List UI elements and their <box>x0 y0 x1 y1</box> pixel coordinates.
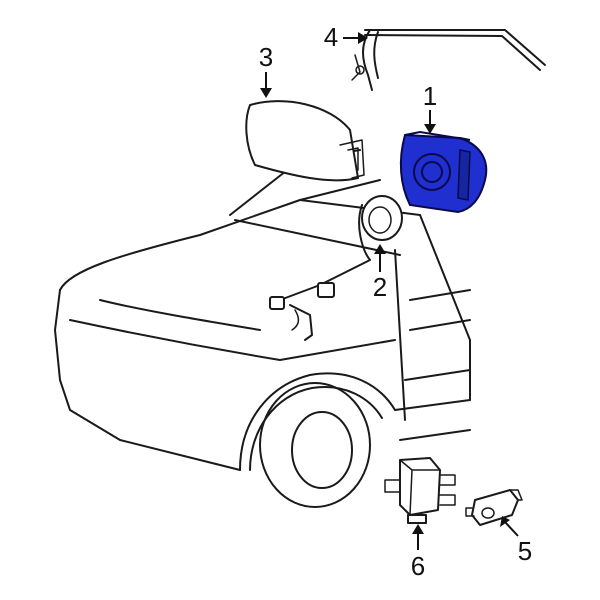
callout-2: 2 <box>373 244 387 302</box>
vehicle-outline <box>54 149 471 508</box>
callout-3: 3 <box>259 42 273 98</box>
callout-label-4: 4 <box>324 22 338 52</box>
callout-label-5: 5 <box>518 536 532 566</box>
callout-4: 4 <box>324 22 368 52</box>
curtain-airbag-part-4[interactable] <box>351 29 546 91</box>
callout-label-6: 6 <box>411 551 425 581</box>
callout-6: 6 <box>411 524 425 581</box>
passenger-airbag-part-3[interactable] <box>245 100 365 182</box>
callout-5: 5 <box>500 516 532 566</box>
driver-airbag-part-1[interactable] <box>399 130 488 214</box>
callout-1: 1 <box>423 81 437 134</box>
impact-sensor-part-5[interactable] <box>465 489 523 526</box>
clockspring-part-2[interactable] <box>269 195 403 341</box>
callout-label-1: 1 <box>423 81 437 111</box>
callout-label-3: 3 <box>259 42 273 72</box>
control-module-part-6[interactable] <box>384 457 456 524</box>
callout-label-2: 2 <box>373 272 387 302</box>
